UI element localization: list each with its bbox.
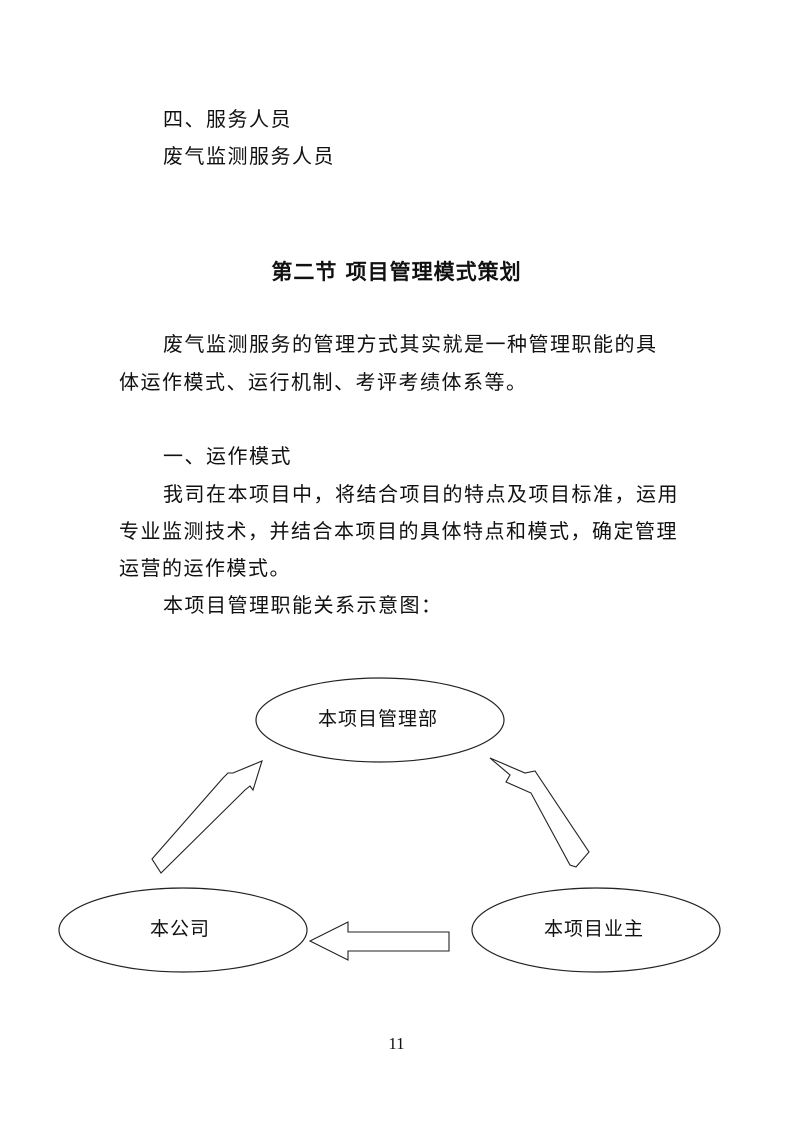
section-four-body: 废气监测服务人员 — [163, 144, 335, 168]
intro-line-1: 废气监测服务的管理方式其实就是一种管理职能的具 — [163, 332, 658, 356]
section-four-heading: 四、服务人员 — [163, 107, 292, 131]
node-right-label: 本项目业主 — [544, 918, 645, 940]
node-left-label: 本公司 — [150, 918, 211, 940]
node-top-label: 本项目管理部 — [318, 708, 439, 730]
diagram-caption: 本项目管理职能关系示意图： — [163, 593, 443, 617]
node-top-ellipse — [255, 677, 505, 763]
node-left-ellipse — [58, 887, 308, 973]
node-right-ellipse — [471, 887, 721, 973]
chapter-heading: 第二节 项目管理模式策划 — [271, 260, 522, 284]
intro-line-2: 体运作模式、运行机制、考评考绩体系等。 — [119, 370, 528, 394]
para-line-2: 专业监测技术，并结合本项目的具体特点和模式，确定管理 — [119, 519, 678, 543]
arrow-right-to-top-icon — [489, 757, 590, 868]
para-line-1: 我司在本项目中，将结合项目的特点及项目标准，运用 — [163, 482, 679, 506]
arrow-right-to-left-icon — [308, 921, 450, 961]
arrow-left-to-top-icon — [151, 760, 263, 874]
page-number: 11 — [388, 1034, 405, 1053]
para-line-3: 运营的运作模式。 — [119, 556, 291, 580]
subsection-heading: 一、运作模式 — [163, 444, 292, 468]
